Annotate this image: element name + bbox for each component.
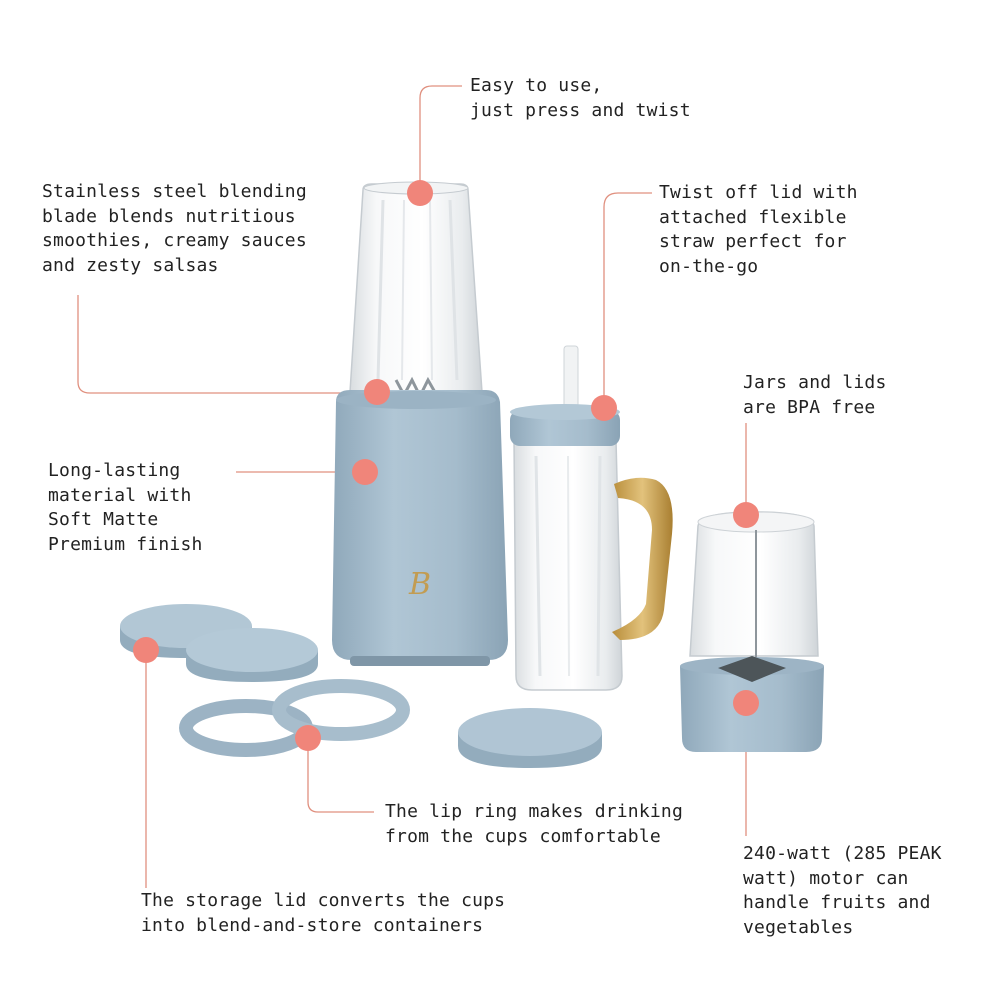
dot-twist-lid <box>591 395 617 421</box>
callout-blade: Stainless steel blending blade blends nu… <box>42 181 307 276</box>
leader-lines <box>77 85 747 888</box>
brand-logo-b: B <box>408 567 431 602</box>
leader-lip-ring <box>307 738 374 813</box>
dot-blade <box>364 379 390 405</box>
flat-storage-lid <box>458 708 602 768</box>
leader-blade <box>77 295 378 394</box>
callout-motor: 240-watt (285 PEAK watt) motor can handl… <box>743 843 942 938</box>
callout-storage-lid: The storage lid converts the cups into b… <box>141 890 506 936</box>
blender-base: B <box>332 390 508 666</box>
travel-cup <box>510 345 673 691</box>
callout-material: Long-lasting material with Soft Matte Pr… <box>48 460 203 555</box>
dot-motor <box>733 690 759 716</box>
dot-bpa-free <box>733 502 759 528</box>
dot-easy-to-use <box>407 180 433 206</box>
dot-storage-lid <box>133 637 159 663</box>
leader-easy-to-use <box>419 85 462 192</box>
leader-twist-lid <box>603 192 652 408</box>
callout-twist-lid: Twist off lid with attached flexible str… <box>659 182 858 277</box>
callout-lip-ring: The lip ring makes drinking from the cup… <box>385 801 683 847</box>
grinder-cup <box>680 511 824 752</box>
storage-lids <box>120 604 318 682</box>
callout-dots <box>133 180 759 751</box>
callout-bpa-free: Jars and lids are BPA free <box>743 372 887 418</box>
dot-lip-ring <box>295 725 321 751</box>
callout-easy-to-use: Easy to use, just press and twist <box>470 75 691 121</box>
dot-material <box>352 459 378 485</box>
lip-rings <box>179 679 410 757</box>
blender-jar <box>349 181 483 400</box>
